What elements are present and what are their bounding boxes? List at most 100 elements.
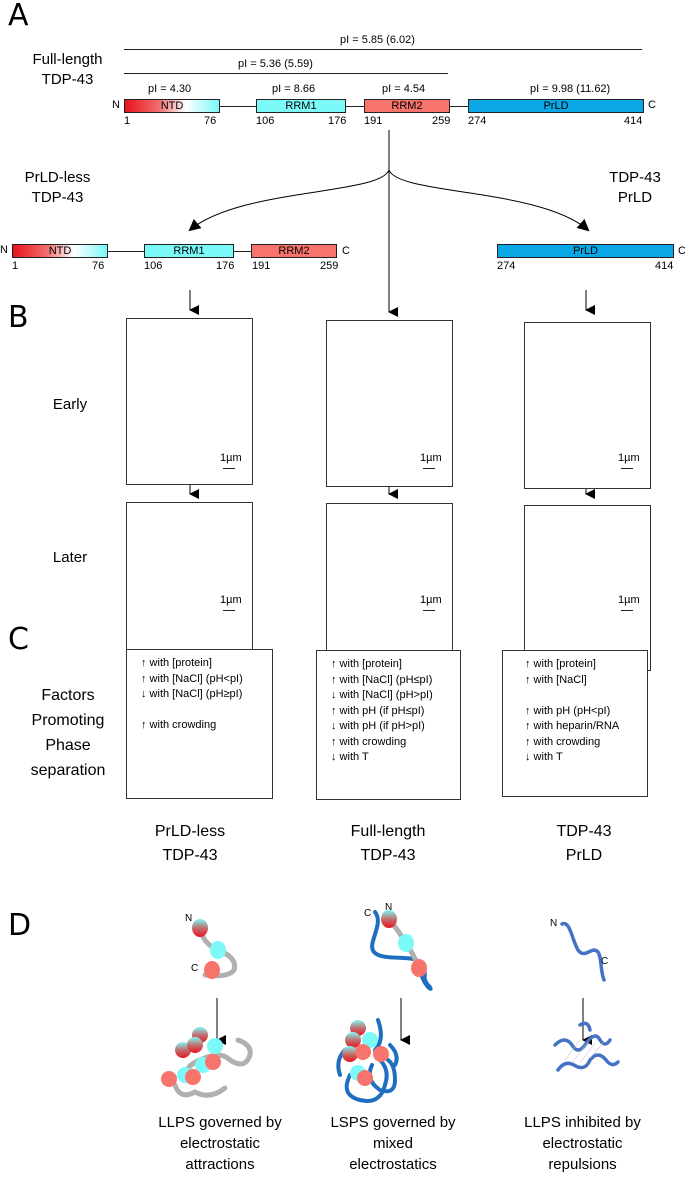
rrm2-ball <box>373 1046 389 1062</box>
prld-less-domain-rrm2: RRM2 <box>251 244 337 258</box>
scale-line-5 <box>423 610 435 611</box>
pi-rrm2: pI = 4.54 <box>382 83 426 95</box>
ntd-ball <box>345 1032 361 1048</box>
scale-bar-1: 1µm <box>220 452 242 464</box>
factors-box-prld: ↑ with [protein] ↑ with [NaCl] ↑ with pH… <box>502 650 648 797</box>
prld-less-n-terminus: N <box>0 244 8 256</box>
domain-rrm1-label: RRM1 <box>285 100 317 112</box>
factor-item <box>141 703 272 719</box>
factor-item: ↓ with [NaCl] (pH>pI) <box>331 689 433 701</box>
prld-less-domain-rrm1-label: RRM1 <box>173 245 205 257</box>
scale-bar-5: 1µm <box>420 594 442 606</box>
factors-row-label-line4: separation <box>30 762 106 779</box>
pi-full-length-line <box>124 49 642 50</box>
rrm2-ball <box>185 1069 201 1085</box>
rrm1-ball <box>207 1038 223 1054</box>
prld-less-residue-191: 191 <box>252 260 271 272</box>
rrm1-ball <box>362 1032 378 1048</box>
column-title-full-length: Full-length TDP-43 <box>328 820 448 868</box>
caption-line1: LLPS inhibited by <box>524 1114 641 1131</box>
residue-259: 259 <box>432 115 451 127</box>
prld-assembly <box>553 1021 620 1072</box>
factor-item: ↓ with T <box>331 751 369 763</box>
prld-less-residue-176: 176 <box>216 260 235 272</box>
full-length-label-line2: TDP-43 <box>41 71 94 88</box>
prld-less-monomer <box>192 919 238 979</box>
arrow-to-prld-less <box>188 169 390 232</box>
scale-bar-6: 1µm <box>618 594 640 606</box>
rrm2-ball <box>357 1070 373 1086</box>
pi-rrm1: pI = 8.66 <box>272 83 316 95</box>
domain-rrm1: RRM1 <box>256 99 346 113</box>
linker-ntd-rrm1 <box>220 106 256 107</box>
prld-label-line2: PrLD <box>617 189 653 206</box>
ntd-ball <box>175 1042 191 1058</box>
row-label-early: Early <box>52 396 88 413</box>
arrow-to-prld <box>388 169 590 232</box>
prld-less-linker-2 <box>234 251 251 252</box>
column-title-line2: PrLD <box>565 847 603 864</box>
row-label-later: Later <box>52 549 88 566</box>
micrograph-full-length-early <box>326 320 453 487</box>
panel-letter-d: D <box>8 908 32 943</box>
full-length-label: Full-length TDP-43 <box>20 50 115 90</box>
prld-less-c-terminus: C <box>342 245 350 257</box>
domain-rrm2-label: RRM2 <box>391 100 423 112</box>
d2-c-label: C <box>364 908 372 919</box>
panel-letter-b: B <box>8 300 29 335</box>
rrm2-ball <box>205 1054 221 1070</box>
prld-less-domain-ntd-label: NTD <box>48 245 72 257</box>
rrm2-ball <box>411 959 427 977</box>
micrograph-prld-later <box>524 505 651 671</box>
linker-chain <box>197 927 238 979</box>
rrm1-ball <box>210 941 226 959</box>
factor-item: ↑ with pH (pH<pI) <box>525 704 611 717</box>
factor-item <box>525 688 647 704</box>
factor-item: ↑ with crowding <box>141 719 217 731</box>
caption-line3: attractions <box>185 1156 255 1173</box>
residue-191: 191 <box>364 115 383 127</box>
factor-item: ↑ with [protein] <box>331 658 402 670</box>
c-terminus-label: C <box>648 99 656 111</box>
factor-item: ↑ with crowding <box>331 735 407 748</box>
prld-only-domain: PrLD <box>497 244 674 258</box>
column-title-line2: TDP-43 <box>162 847 218 864</box>
scale-bar-2: 1µm <box>420 452 442 464</box>
factor-item: ↑ with [protein] <box>141 657 212 669</box>
full-length-label-line1: Full-length <box>32 51 103 68</box>
micrograph-prld-early <box>524 322 651 489</box>
prld-label: TDP-43 PrLD <box>595 168 675 208</box>
prld-less-residue-1: 1 <box>12 260 19 272</box>
factors-row-label: Factors Promoting Phase separation <box>14 683 122 783</box>
factors-row-label-line2: Promoting <box>31 712 105 729</box>
prld-only-residue-274: 274 <box>497 260 516 272</box>
d2-n-label: N <box>385 902 393 913</box>
scale-line-6 <box>621 610 633 611</box>
domain-ntd-label: NTD <box>160 100 184 112</box>
full-length-monomer <box>370 910 433 991</box>
column-title-prld-less: PrLD-less TDP-43 <box>130 820 250 868</box>
caption-full-length: LSPS governed by mixed electrostatics <box>313 1112 473 1175</box>
panel-letter-a: A <box>8 0 29 33</box>
prld-less-residue-76: 76 <box>92 260 105 272</box>
prld-chains <box>553 1021 620 1072</box>
scale-line-3 <box>621 468 633 469</box>
prld-chain <box>370 910 433 991</box>
factor-item: ↑ with [NaCl] <box>525 673 587 686</box>
factor-item: ↓ with pH (if pH>pI) <box>331 720 425 732</box>
residue-1: 1 <box>124 115 131 127</box>
prld-less-label: PrLD-less TDP-43 <box>10 168 105 208</box>
domain-ntd: NTD <box>124 99 220 113</box>
column-title-line1: PrLD-less <box>154 823 226 840</box>
d1-c-label: C <box>191 963 199 974</box>
d3-n-label: N <box>550 918 558 929</box>
n-terminus-label: N <box>112 99 120 111</box>
pi-full-length: pI = 5.85 (6.02) <box>340 34 415 46</box>
factor-item: ↑ with crowding <box>525 735 601 748</box>
domain-rrm2: RRM2 <box>364 99 450 113</box>
caption-line2: electrostatic <box>542 1135 623 1152</box>
prld-less-label-line1: PrLD-less <box>24 169 91 186</box>
ntd-ball <box>381 910 397 928</box>
column-title-line1: TDP-43 <box>556 823 612 840</box>
residue-106: 106 <box>256 115 275 127</box>
